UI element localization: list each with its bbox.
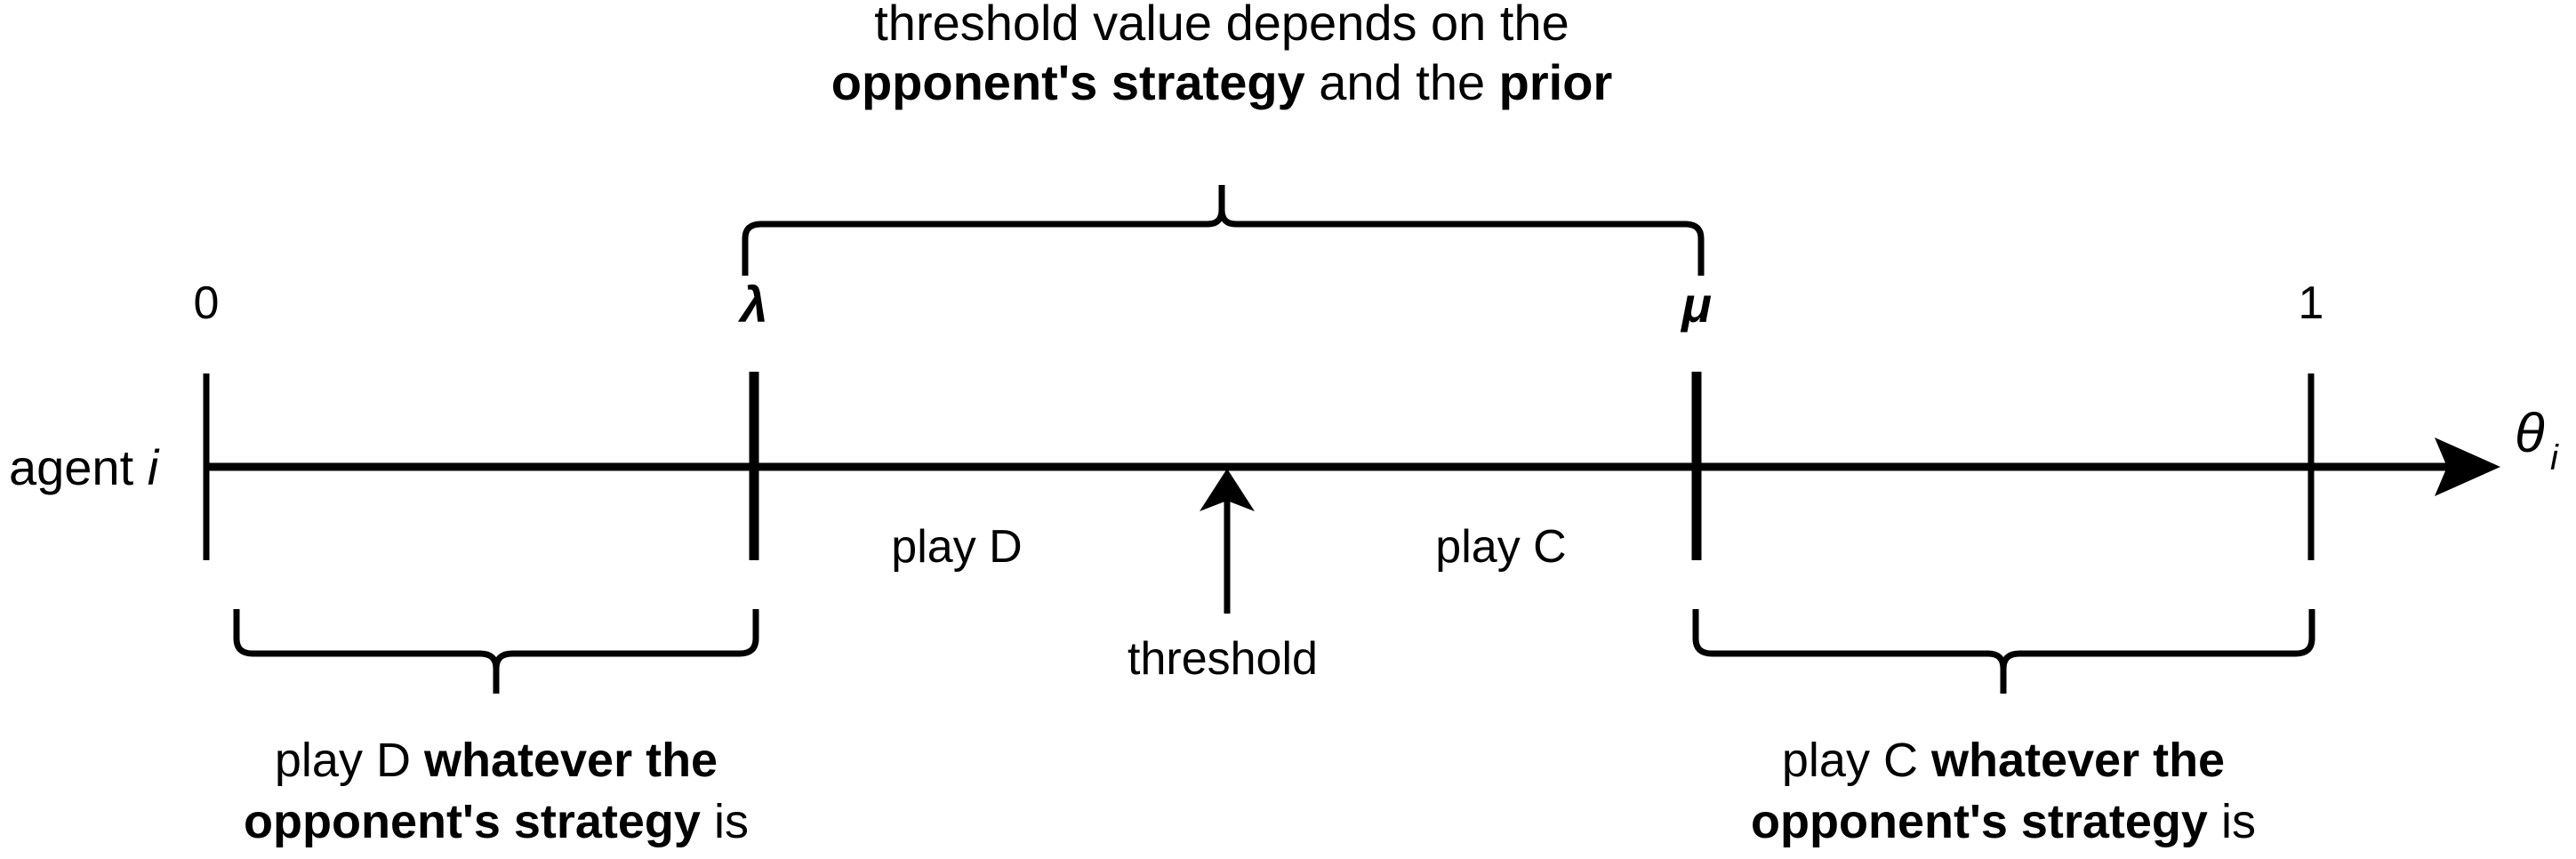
top-caption-bold-strategy: opponent's strategy xyxy=(831,54,1305,110)
tick-label-0: 0 xyxy=(194,277,220,329)
top-caption-line1: threshold value depends on the xyxy=(874,0,1569,51)
footnote-right-tail: is xyxy=(2208,795,2256,848)
footnote-left-line1: play D whatever the xyxy=(275,734,718,787)
footnote-left-play-d: play D xyxy=(275,734,424,787)
top-caption-connector: and the xyxy=(1305,54,1499,110)
bottom-left-brace-path xyxy=(233,609,759,694)
top-brace-path xyxy=(742,185,1705,276)
bottom-right-brace xyxy=(1692,609,2315,694)
threshold-label: threshold xyxy=(1128,633,1318,685)
tick-label-mu: μ xyxy=(1680,277,1712,333)
top-caption-line2: opponent's strategy and the prior xyxy=(831,54,1612,110)
threshold-arrowhead-icon xyxy=(1200,469,1255,511)
axis-arrowhead-icon xyxy=(2435,438,2500,496)
footnote-left-tail: is xyxy=(701,795,749,848)
axis-variable-theta: θ i xyxy=(2515,403,2559,478)
tick-label-lambda: λ xyxy=(737,277,767,333)
region-label-play-c: play C xyxy=(1435,521,1566,573)
axis-label-agent-index: i xyxy=(148,439,160,495)
footnote-right-bold-whatever: whatever the xyxy=(1930,734,2225,787)
footnote-right-bold-strategy: opponent's strategy xyxy=(1751,795,2208,848)
bottom-right-brace-path xyxy=(1692,609,2315,694)
region-label-play-d: play D xyxy=(891,521,1022,573)
theta-subscript: i xyxy=(2550,438,2559,478)
footnote-left-bold-strategy: opponent's strategy xyxy=(244,795,701,848)
axis-label-agent-word: agent xyxy=(9,439,148,495)
tick-label-1: 1 xyxy=(2299,277,2324,329)
footnote-right-line1: play C whatever the xyxy=(1782,734,2225,787)
footnote-right-play-c: play C xyxy=(1782,734,1931,787)
top-caption-bold-prior: prior xyxy=(1499,54,1613,110)
top-brace xyxy=(742,185,1705,276)
footnote-right-line2: opponent's strategy is xyxy=(1751,795,2256,848)
axis-label-agent: agent i xyxy=(9,439,160,495)
threshold-pointer xyxy=(1200,469,1255,614)
theta-symbol: θ xyxy=(2515,403,2545,464)
footnote-left-bold-whatever: whatever the xyxy=(423,734,718,787)
footnote-left-line2: opponent's strategy is xyxy=(244,795,749,848)
bottom-left-brace xyxy=(233,609,759,694)
